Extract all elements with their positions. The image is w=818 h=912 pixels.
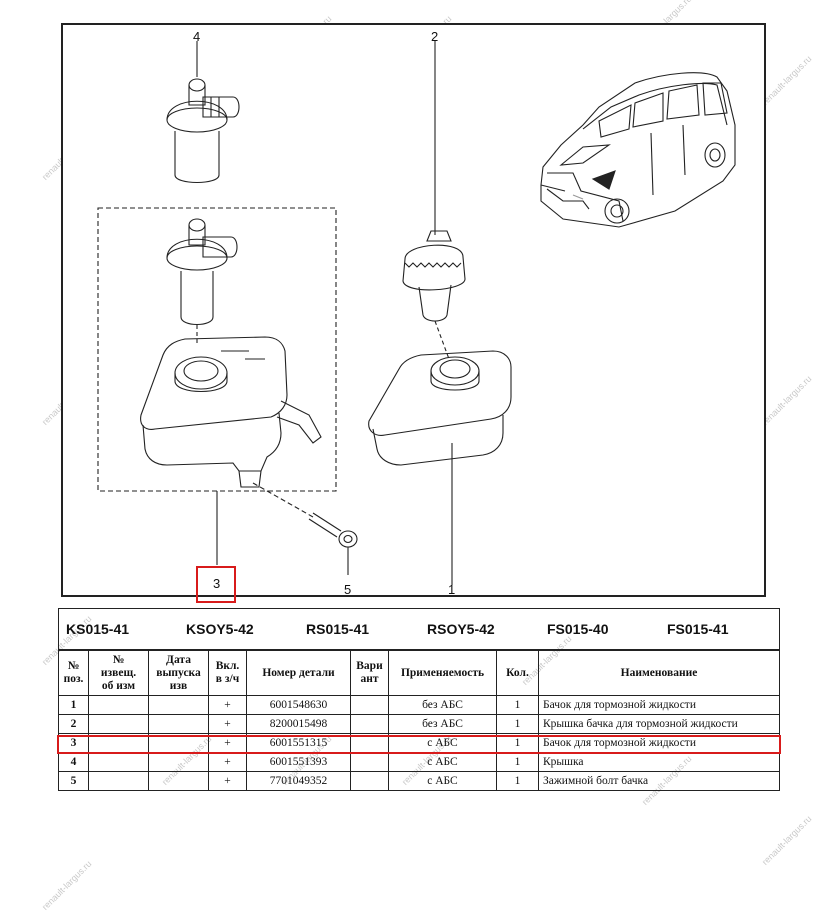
header-qty: Кол.	[496, 650, 539, 696]
watermark-text: renault-largus.ru	[760, 373, 814, 428]
callout-1: 1	[448, 582, 456, 597]
cell-qty: 1	[496, 771, 539, 791]
cell-qty: 1	[496, 714, 539, 734]
callout-4: 4	[193, 29, 201, 44]
cap-with-sensor-part-4	[166, 41, 240, 184]
cell-qty: 1	[496, 695, 539, 715]
callout-5: 5	[344, 582, 352, 597]
cell-incl: +	[208, 752, 247, 772]
cell-notice	[88, 752, 149, 772]
reservoir-abs-part-3	[140, 336, 322, 518]
cell-applicability: с АБС	[388, 752, 497, 772]
callout-3-highlight	[196, 566, 236, 603]
parts-diagram: 4 2 3 5 1	[61, 23, 766, 597]
cell-variant	[350, 714, 389, 734]
cell-incl: +	[208, 695, 247, 715]
cell-date	[148, 771, 209, 791]
cell-incl: +	[208, 771, 247, 791]
cell-applicability: с АБС	[388, 771, 497, 791]
cell-name: Крышка	[538, 752, 780, 772]
cell-part-no: 8200015498	[246, 714, 351, 734]
cell-pos: 1	[58, 695, 89, 715]
reservoir-part-1	[368, 350, 512, 585]
cell-applicability: без АБС	[388, 695, 497, 715]
header-part-no: Номер детали	[246, 650, 351, 696]
cell-variant	[350, 771, 389, 791]
reservoir-cap-part-2	[402, 41, 466, 360]
cell-variant	[350, 752, 389, 772]
header-name: Наименование	[538, 650, 780, 696]
cell-applicability: без АБС	[388, 714, 497, 734]
row-3-highlight	[57, 735, 781, 754]
watermark-text: renault-largus.ru	[760, 53, 814, 108]
cell-variant	[350, 695, 389, 715]
cell-part-no: 6001551315	[246, 733, 351, 753]
cell-qty: 1	[496, 752, 539, 772]
cell-notice	[88, 714, 149, 734]
assembly-cap	[166, 218, 238, 345]
model-code: KS015-41	[66, 621, 130, 637]
model-code: FS015-41	[667, 621, 729, 637]
watermark-text: renault-largus.ru	[760, 813, 814, 868]
callout-3: 3	[213, 576, 221, 591]
header-incl: Вкл.в з/ч	[208, 650, 247, 696]
callout-2: 2	[431, 29, 439, 44]
cell-part-no: 6001548630	[246, 695, 351, 715]
cell-date	[148, 752, 209, 772]
model-code: KSOY5-42	[186, 621, 254, 637]
header-applicability: Применяемость	[388, 650, 497, 696]
watermark-text: renault-largus.ru	[40, 858, 94, 912]
model-codes-row: KS015-41 KSOY5-42 RS015-41 RSOY5-42 FS01…	[58, 608, 780, 650]
bolt-part-5	[216, 491, 358, 575]
vehicle-sketch	[540, 72, 736, 228]
cell-name: Зажимной болт бачка	[538, 771, 780, 791]
model-code: FS015-40	[547, 621, 609, 637]
cell-pos: 5	[58, 771, 89, 791]
cell-date	[148, 714, 209, 734]
cell-name: Бачок для тормозной жидкости	[538, 695, 780, 715]
cell-date	[148, 695, 209, 715]
model-code: RSOY5-42	[427, 621, 495, 637]
cell-pos: 2	[58, 714, 89, 734]
model-code: RS015-41	[306, 621, 370, 637]
cell-notice	[88, 771, 149, 791]
cell-pos: 4	[58, 752, 89, 772]
cell-part-no: 6001551393	[246, 752, 351, 772]
cell-incl: +	[208, 714, 247, 734]
cell-notice	[88, 695, 149, 715]
cell-name: Крышка бачка для тормозной жидкости	[538, 714, 780, 734]
cell-part-no: 7701049352	[246, 771, 351, 791]
diagram-drawing	[97, 41, 736, 585]
location-marker	[591, 170, 616, 190]
